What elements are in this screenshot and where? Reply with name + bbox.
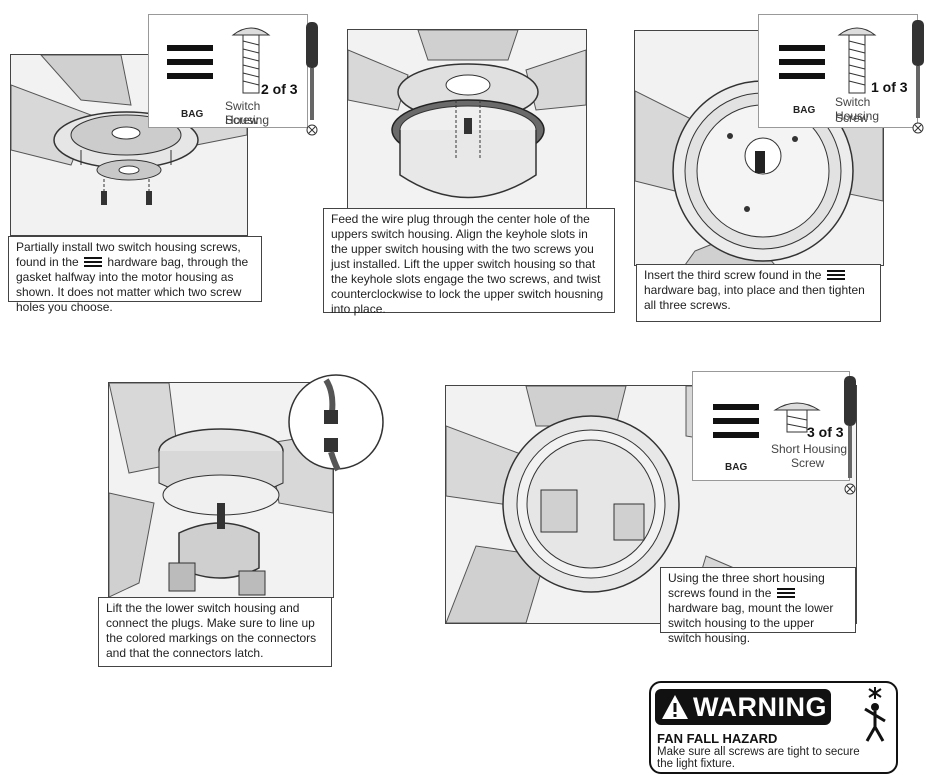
bag-label: BAG	[725, 462, 748, 473]
screwdriver-icon	[306, 22, 318, 136]
step1-caption: Partially install two switch housing scr…	[8, 236, 262, 314]
step3-caption: Insert the third screw found in the hard…	[636, 264, 881, 322]
bag-label: BAG	[793, 105, 816, 116]
step1-fan-drawing	[11, 55, 247, 205]
bag-icon	[779, 45, 825, 79]
bag-icon	[826, 270, 845, 280]
step2-fan-drawing	[348, 30, 586, 199]
step4-caption: Lift the the lower switch housing and co…	[98, 597, 332, 667]
screwdriver-icon	[912, 20, 924, 134]
step5-caption-b: hardware bag, mount the lower switch hou…	[668, 601, 834, 645]
step4-illustration	[108, 382, 334, 598]
screw-name-line2: Screw	[225, 113, 259, 127]
screw-name-line1: Switch Housing	[225, 99, 270, 127]
bag-icon	[713, 404, 759, 438]
hardware-card-1: BAG 2 of 3 Switch Housing Screw	[148, 14, 308, 128]
bag-icon	[776, 588, 795, 598]
screw-count: 1 of 3	[871, 79, 908, 95]
screwdriver-icon	[844, 376, 856, 495]
screw-name-line1: Short Housing	[771, 442, 848, 456]
step5-caption-a: Using the three short housing screws fou…	[668, 571, 825, 600]
warning-subtitle: FAN FALL HAZARD	[657, 731, 778, 746]
screw-count: 2 of 3	[261, 81, 298, 97]
warning-body: Make sure all screws are tight to secure…	[657, 746, 860, 770]
screw-icon	[837, 27, 877, 94]
step1-caption-a: Partially install two switch housing scr…	[16, 240, 241, 269]
step3-caption-b: hardware bag, into place and then tighte…	[644, 283, 865, 312]
falling-person-icon	[864, 687, 886, 742]
screw-icon	[231, 27, 271, 94]
step1-caption-b: hardware bag, through the gasket halfway…	[16, 255, 249, 314]
screw-icon	[773, 402, 821, 433]
step4-fan-drawing	[109, 383, 333, 597]
screw-name-line2: Screw	[835, 111, 869, 125]
step5-caption: Using the three short housing screws fou…	[660, 567, 856, 645]
screw-count: 3 of 3	[807, 424, 844, 440]
step2-caption: Feed the wire plug through the center ho…	[323, 208, 615, 316]
step3-caption-a: Insert the third screw found in the	[644, 268, 822, 282]
step2-illustration	[347, 29, 587, 211]
bag-label: BAG	[181, 109, 204, 120]
screw-name-line2: Screw	[791, 456, 825, 470]
bag-icon	[167, 45, 213, 79]
bag-icon	[84, 257, 103, 267]
connector-detail-icon	[288, 374, 384, 472]
warning-header: WARNING	[655, 689, 831, 725]
hardware-card-3: BAG 3 of 3 Short Housing Screw	[692, 371, 850, 481]
warning-title: WARNING	[693, 692, 827, 722]
warning-box: WARNING FAN FALL HAZARD Make sure all sc…	[649, 681, 898, 774]
screw-name-line1: Switch Housing	[835, 95, 880, 123]
hardware-card-2: BAG 1 of 3 Switch Housing Screw	[758, 14, 918, 128]
warning-triangle-icon	[662, 695, 688, 719]
